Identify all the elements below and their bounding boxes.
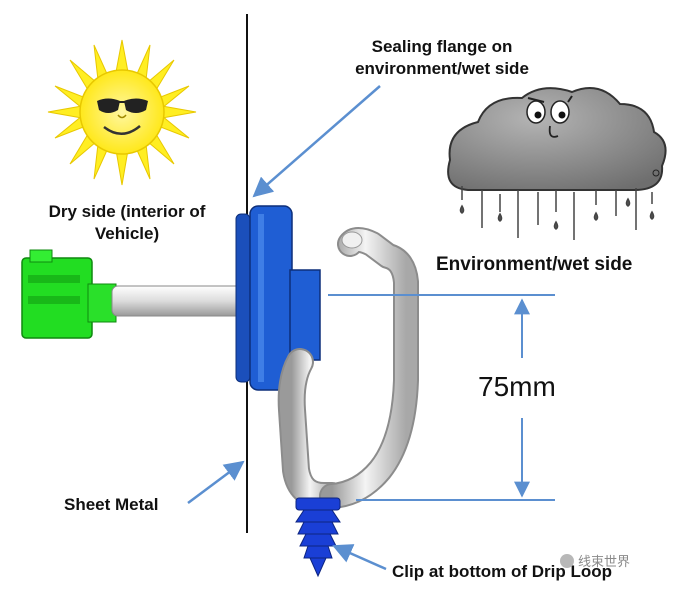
- clip-label: Clip at bottom of Drip Loop: [392, 562, 613, 581]
- dry-side-label: Dry side (interior of Vehicle): [48, 202, 206, 243]
- sealing-flange: [235, 205, 321, 391]
- sealing-flange-label: Sealing flange on environment/wet side: [355, 37, 529, 78]
- drip-loop-cable: [277, 227, 419, 510]
- green-connector: [21, 249, 117, 339]
- rain-cloud-icon: [447, 87, 667, 240]
- wechat-icon: [560, 553, 574, 568]
- drip-loop-clip: [295, 497, 341, 578]
- dimension-label: 75mm: [478, 371, 556, 402]
- dimension-75mm: [328, 294, 555, 501]
- environment-label: Environment/wet side: [436, 254, 633, 275]
- sheet-metal-label: Sheet Metal: [64, 495, 159, 514]
- watermark: 线束世界: [560, 551, 630, 570]
- cable-dry-side: [111, 285, 243, 317]
- watermark-text: 线束世界: [578, 554, 631, 569]
- sun-icon: [47, 39, 197, 186]
- callout-arrows: [187, 85, 387, 571]
